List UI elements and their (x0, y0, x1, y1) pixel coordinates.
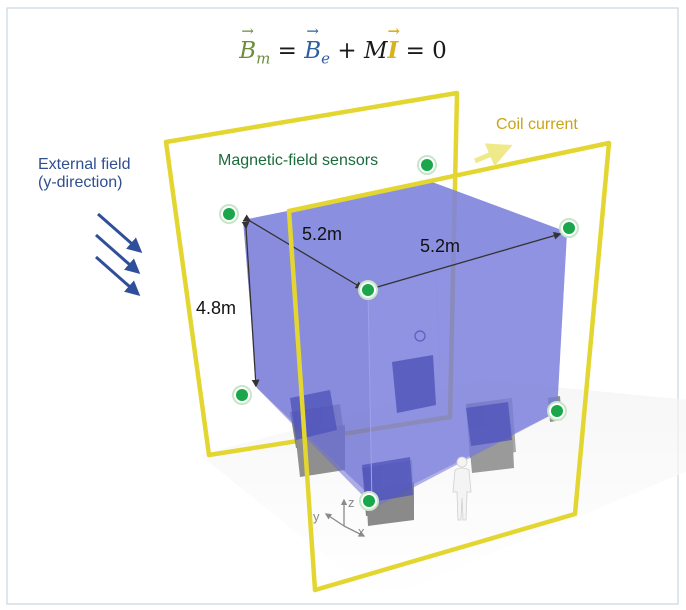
plus-sign: + (337, 38, 357, 64)
human-figure-icon (452, 456, 472, 521)
axis-x-label: x (358, 524, 365, 539)
figure-border (6, 7, 679, 605)
coil-current-label: Coil current (496, 116, 578, 133)
vector-i: I (388, 23, 399, 64)
subscript-m: m (256, 49, 271, 68)
sensor (559, 218, 579, 238)
sensor (358, 280, 378, 300)
sensor (417, 155, 437, 175)
height-dimension: 4.8m (196, 298, 237, 318)
field-cancellation-equation: Bm = Be + MI = 0 (0, 23, 686, 68)
external-field-arrows (95, 212, 143, 296)
axis-y-label: y (313, 509, 320, 524)
equals-sign: = (405, 38, 425, 64)
equals-sign: = (277, 38, 297, 64)
coordinate-axes (324, 498, 366, 537)
sensors-label: Magnetic-field sensors (218, 152, 379, 169)
sensor (359, 491, 379, 511)
vector-b-e: B (304, 23, 321, 64)
external-field-line-2: (y-direction) (38, 174, 123, 192)
coil-current-arrow (474, 143, 513, 167)
external-field-label: External field (y-direction) (38, 156, 131, 193)
magnetic-field-sensors (219, 155, 579, 511)
sensor (232, 385, 252, 405)
vector-b-m: B (239, 23, 256, 64)
external-field-line-1: External field (38, 156, 131, 173)
subscript-e: e (321, 49, 331, 68)
axis-z-label: z (348, 495, 355, 510)
zero-value: 0 (432, 38, 447, 64)
depth-dimension: 5.2m (302, 224, 343, 244)
width-dimension: 5.2m (420, 236, 461, 256)
sensor (219, 204, 239, 224)
matrix-m: M (363, 38, 388, 64)
sensor (547, 401, 567, 421)
dimension-lines (241, 214, 562, 388)
